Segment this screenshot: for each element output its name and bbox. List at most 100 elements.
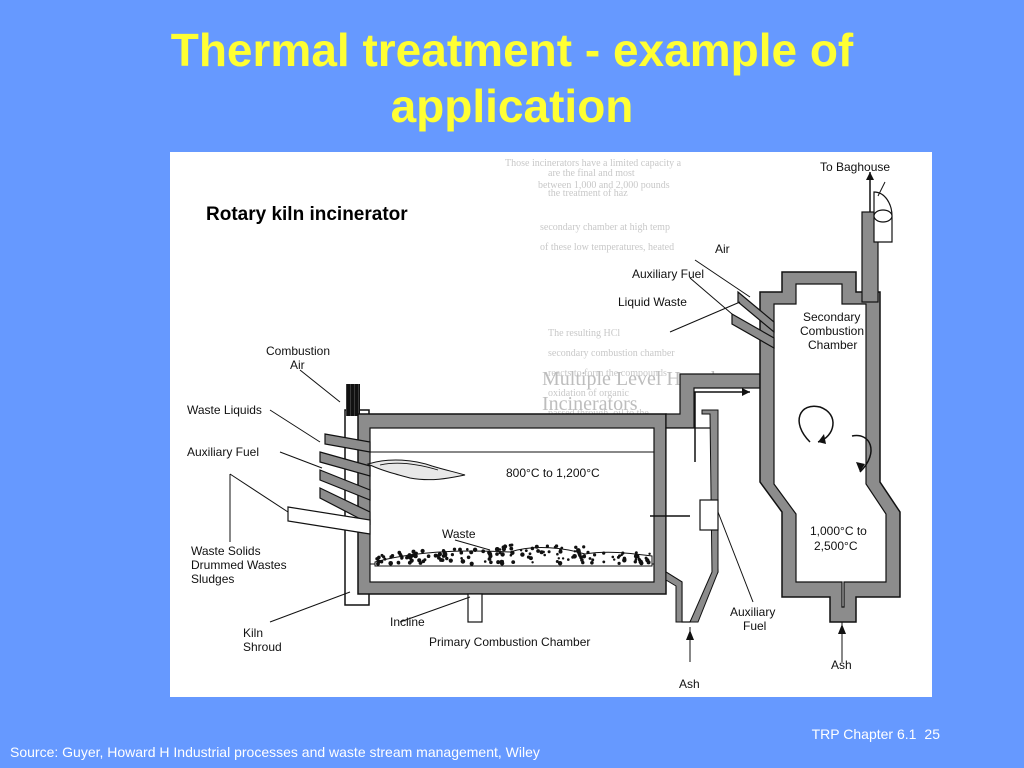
waste-dot — [407, 553, 412, 557]
waste-dot — [458, 547, 462, 552]
waste-dot — [390, 554, 395, 558]
waste-dot — [528, 556, 533, 561]
waste-dot — [472, 547, 478, 552]
waste-dot — [440, 558, 445, 562]
waste-dot — [519, 549, 523, 552]
waste-dot — [618, 554, 621, 558]
waste-dot — [581, 560, 585, 565]
waste-dot — [542, 550, 545, 554]
label-kiln-shroud-1: Kiln — [243, 626, 263, 640]
title-line-2: application — [390, 80, 634, 132]
waste-dot — [611, 555, 615, 559]
label-temp-secondary-2: 2,500°C — [814, 539, 858, 553]
waste-dot — [621, 551, 625, 555]
label-combustion-air-2: Air — [290, 358, 305, 372]
svg-text:The resulting HCl: The resulting HCl — [548, 328, 620, 339]
waste-dot — [582, 554, 587, 559]
waste-dot — [602, 560, 606, 564]
waste-dot — [572, 554, 577, 559]
waste-dot — [483, 560, 487, 563]
waste-dot — [379, 560, 384, 564]
waste-dot — [553, 545, 557, 549]
waste-dot — [495, 552, 499, 556]
waste-dot — [460, 559, 466, 564]
waste-dot — [448, 558, 453, 563]
svg-text:between 1,000 and 2,000 pounds: between 1,000 and 2,000 pounds — [538, 180, 670, 191]
waste-dot — [573, 550, 577, 553]
waste-dot — [593, 553, 597, 557]
title-line-1: Thermal treatment - example of — [170, 24, 854, 76]
svg-text:Multiple Level Hearth: Multiple Level Hearth — [542, 368, 721, 390]
waste-dot — [450, 553, 454, 557]
waste-dot — [443, 552, 448, 557]
waste-dot — [500, 552, 505, 557]
waste-dot — [510, 551, 515, 555]
waste-dot — [376, 561, 380, 566]
waste-dot — [494, 547, 500, 552]
waste-dot — [528, 552, 532, 556]
waste-dot — [496, 560, 501, 565]
waste-dot — [567, 558, 570, 561]
label-temp-secondary-1: 1,000°C to — [810, 524, 867, 538]
waste-dot — [445, 556, 449, 561]
diagram-heading: Rotary kiln incinerator — [206, 204, 408, 225]
svg-text:reacts to form the compounds: reacts to form the compounds — [548, 368, 667, 379]
waste-dot — [418, 561, 423, 565]
label-to-baghouse: To Baghouse — [820, 160, 890, 174]
waste-dot — [488, 552, 493, 557]
waste-dot — [397, 561, 401, 565]
waste-dot — [602, 551, 606, 555]
waste-dot — [543, 553, 546, 557]
waste-dot — [617, 561, 621, 565]
label-auxiliary-fuel-top: Auxiliary Fuel — [632, 267, 704, 281]
svg-text:the treatment of haz: the treatment of haz — [548, 188, 628, 199]
label-waste-solids-1: Waste Solids — [191, 544, 261, 558]
waste-dot — [557, 561, 563, 566]
waste-dot — [588, 557, 592, 560]
waste-dot — [560, 546, 564, 550]
waste-dot — [437, 552, 442, 556]
waste-dot — [423, 558, 427, 562]
feed-pipes — [287, 433, 371, 535]
waste-dot — [534, 544, 539, 549]
waste-dot — [556, 552, 559, 556]
waste-dot — [555, 560, 559, 563]
waste-dot — [520, 552, 525, 557]
waste-dot — [413, 553, 418, 559]
label-waste-solids-2: Drummed Wastes — [191, 558, 287, 572]
rotary-kiln-figure: Those incinerators have a limited capaci… — [170, 152, 932, 697]
label-liquid-waste: Liquid Waste — [618, 295, 687, 309]
waste-dot — [646, 560, 651, 565]
waste-dot — [433, 553, 438, 558]
waste-dot — [613, 558, 616, 561]
aux-fuel-burner — [699, 499, 719, 531]
label-ash-bottom: Ash — [679, 677, 700, 691]
waste-dot — [530, 546, 535, 551]
svg-text:secondary combustion chamber: secondary combustion chamber — [548, 348, 675, 359]
label-incline: Incline — [390, 615, 425, 629]
kiln-diagram: Those incinerators have a limited capaci… — [187, 158, 901, 691]
waste-dot — [388, 561, 393, 566]
waste-dot — [586, 550, 590, 554]
waste-dot — [410, 553, 415, 558]
waste-dot — [536, 549, 540, 553]
svg-text:of these low temperatures, hea: of these low temperatures, heated — [540, 242, 674, 253]
footer-chapter: TRP Chapter 6.1 — [811, 726, 917, 742]
waste-dot — [411, 549, 416, 554]
label-secondary-1: Secondary — [803, 310, 860, 324]
label-secondary-3: Chamber — [808, 338, 857, 352]
swirl-arrow — [798, 405, 834, 443]
svg-text:oxidation of organic: oxidation of organic — [548, 388, 629, 399]
waste-dot — [481, 549, 486, 554]
label-ash-right: Ash — [831, 658, 852, 672]
waste-dot — [426, 554, 431, 558]
svg-text:are the final and most: are the final and most — [548, 168, 635, 179]
waste-dot — [469, 561, 474, 566]
waste-dot — [511, 560, 516, 564]
svg-text:Those incinerators have a limi: Those incinerators have a limited capaci… — [505, 158, 682, 169]
waste-dot — [633, 560, 637, 564]
waste-dot — [459, 550, 464, 555]
source-citation: Source: Guyer, Howard H Industrial proce… — [10, 744, 540, 760]
waste-dot — [574, 545, 578, 549]
